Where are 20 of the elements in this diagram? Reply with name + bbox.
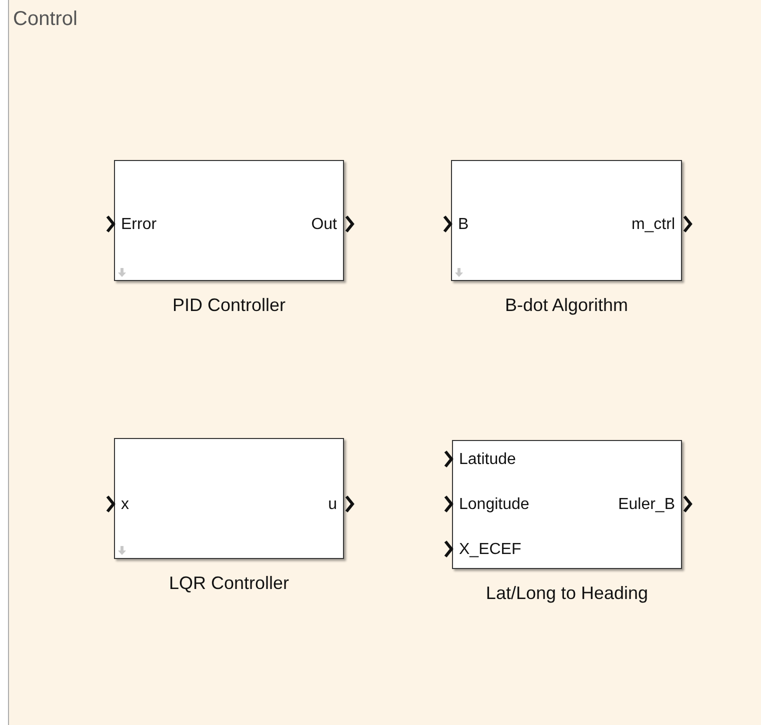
block bbox=[451, 160, 682, 281]
block-name: PID Controller bbox=[172, 295, 286, 316]
input-port-label: B bbox=[458, 215, 469, 235]
area-title: Control bbox=[13, 8, 78, 31]
subsystem-area bbox=[8, 0, 761, 725]
block bbox=[114, 438, 344, 559]
block-name: B-dot Algorithm bbox=[504, 295, 628, 316]
output-port-label: m_ctrl bbox=[631, 215, 675, 235]
input-port-label: Error bbox=[121, 215, 157, 235]
output-port-label: Out bbox=[311, 215, 337, 235]
block bbox=[452, 440, 682, 569]
block-name: LQR Controller bbox=[168, 573, 290, 594]
input-port-label: Longitude bbox=[459, 495, 530, 515]
input-port-label: x bbox=[121, 495, 129, 515]
block-name: Lat/Long to Heading bbox=[486, 583, 648, 604]
output-port-label: u bbox=[328, 495, 337, 515]
input-port-label: Latitude bbox=[459, 450, 516, 470]
output-port-label: Euler_B bbox=[618, 495, 675, 515]
input-port-label: X_ECEF bbox=[459, 540, 522, 560]
block bbox=[114, 160, 344, 281]
